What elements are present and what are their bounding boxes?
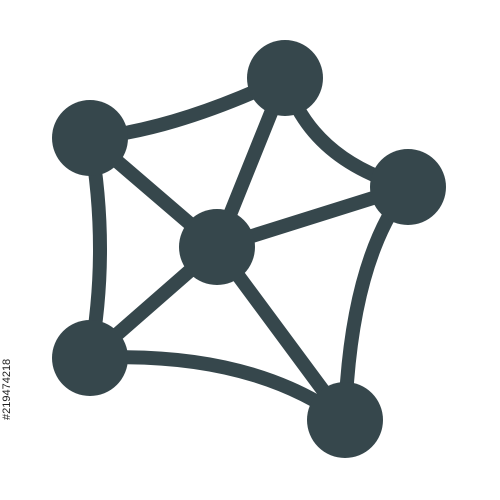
- node-right: [370, 149, 446, 225]
- node-bottom-right: [307, 382, 383, 458]
- node-top-left: [52, 100, 128, 176]
- node-bottom-left: [52, 320, 128, 396]
- stock-id-label: #219474218: [1, 358, 13, 420]
- node-top: [247, 40, 323, 116]
- node-center: [179, 209, 255, 285]
